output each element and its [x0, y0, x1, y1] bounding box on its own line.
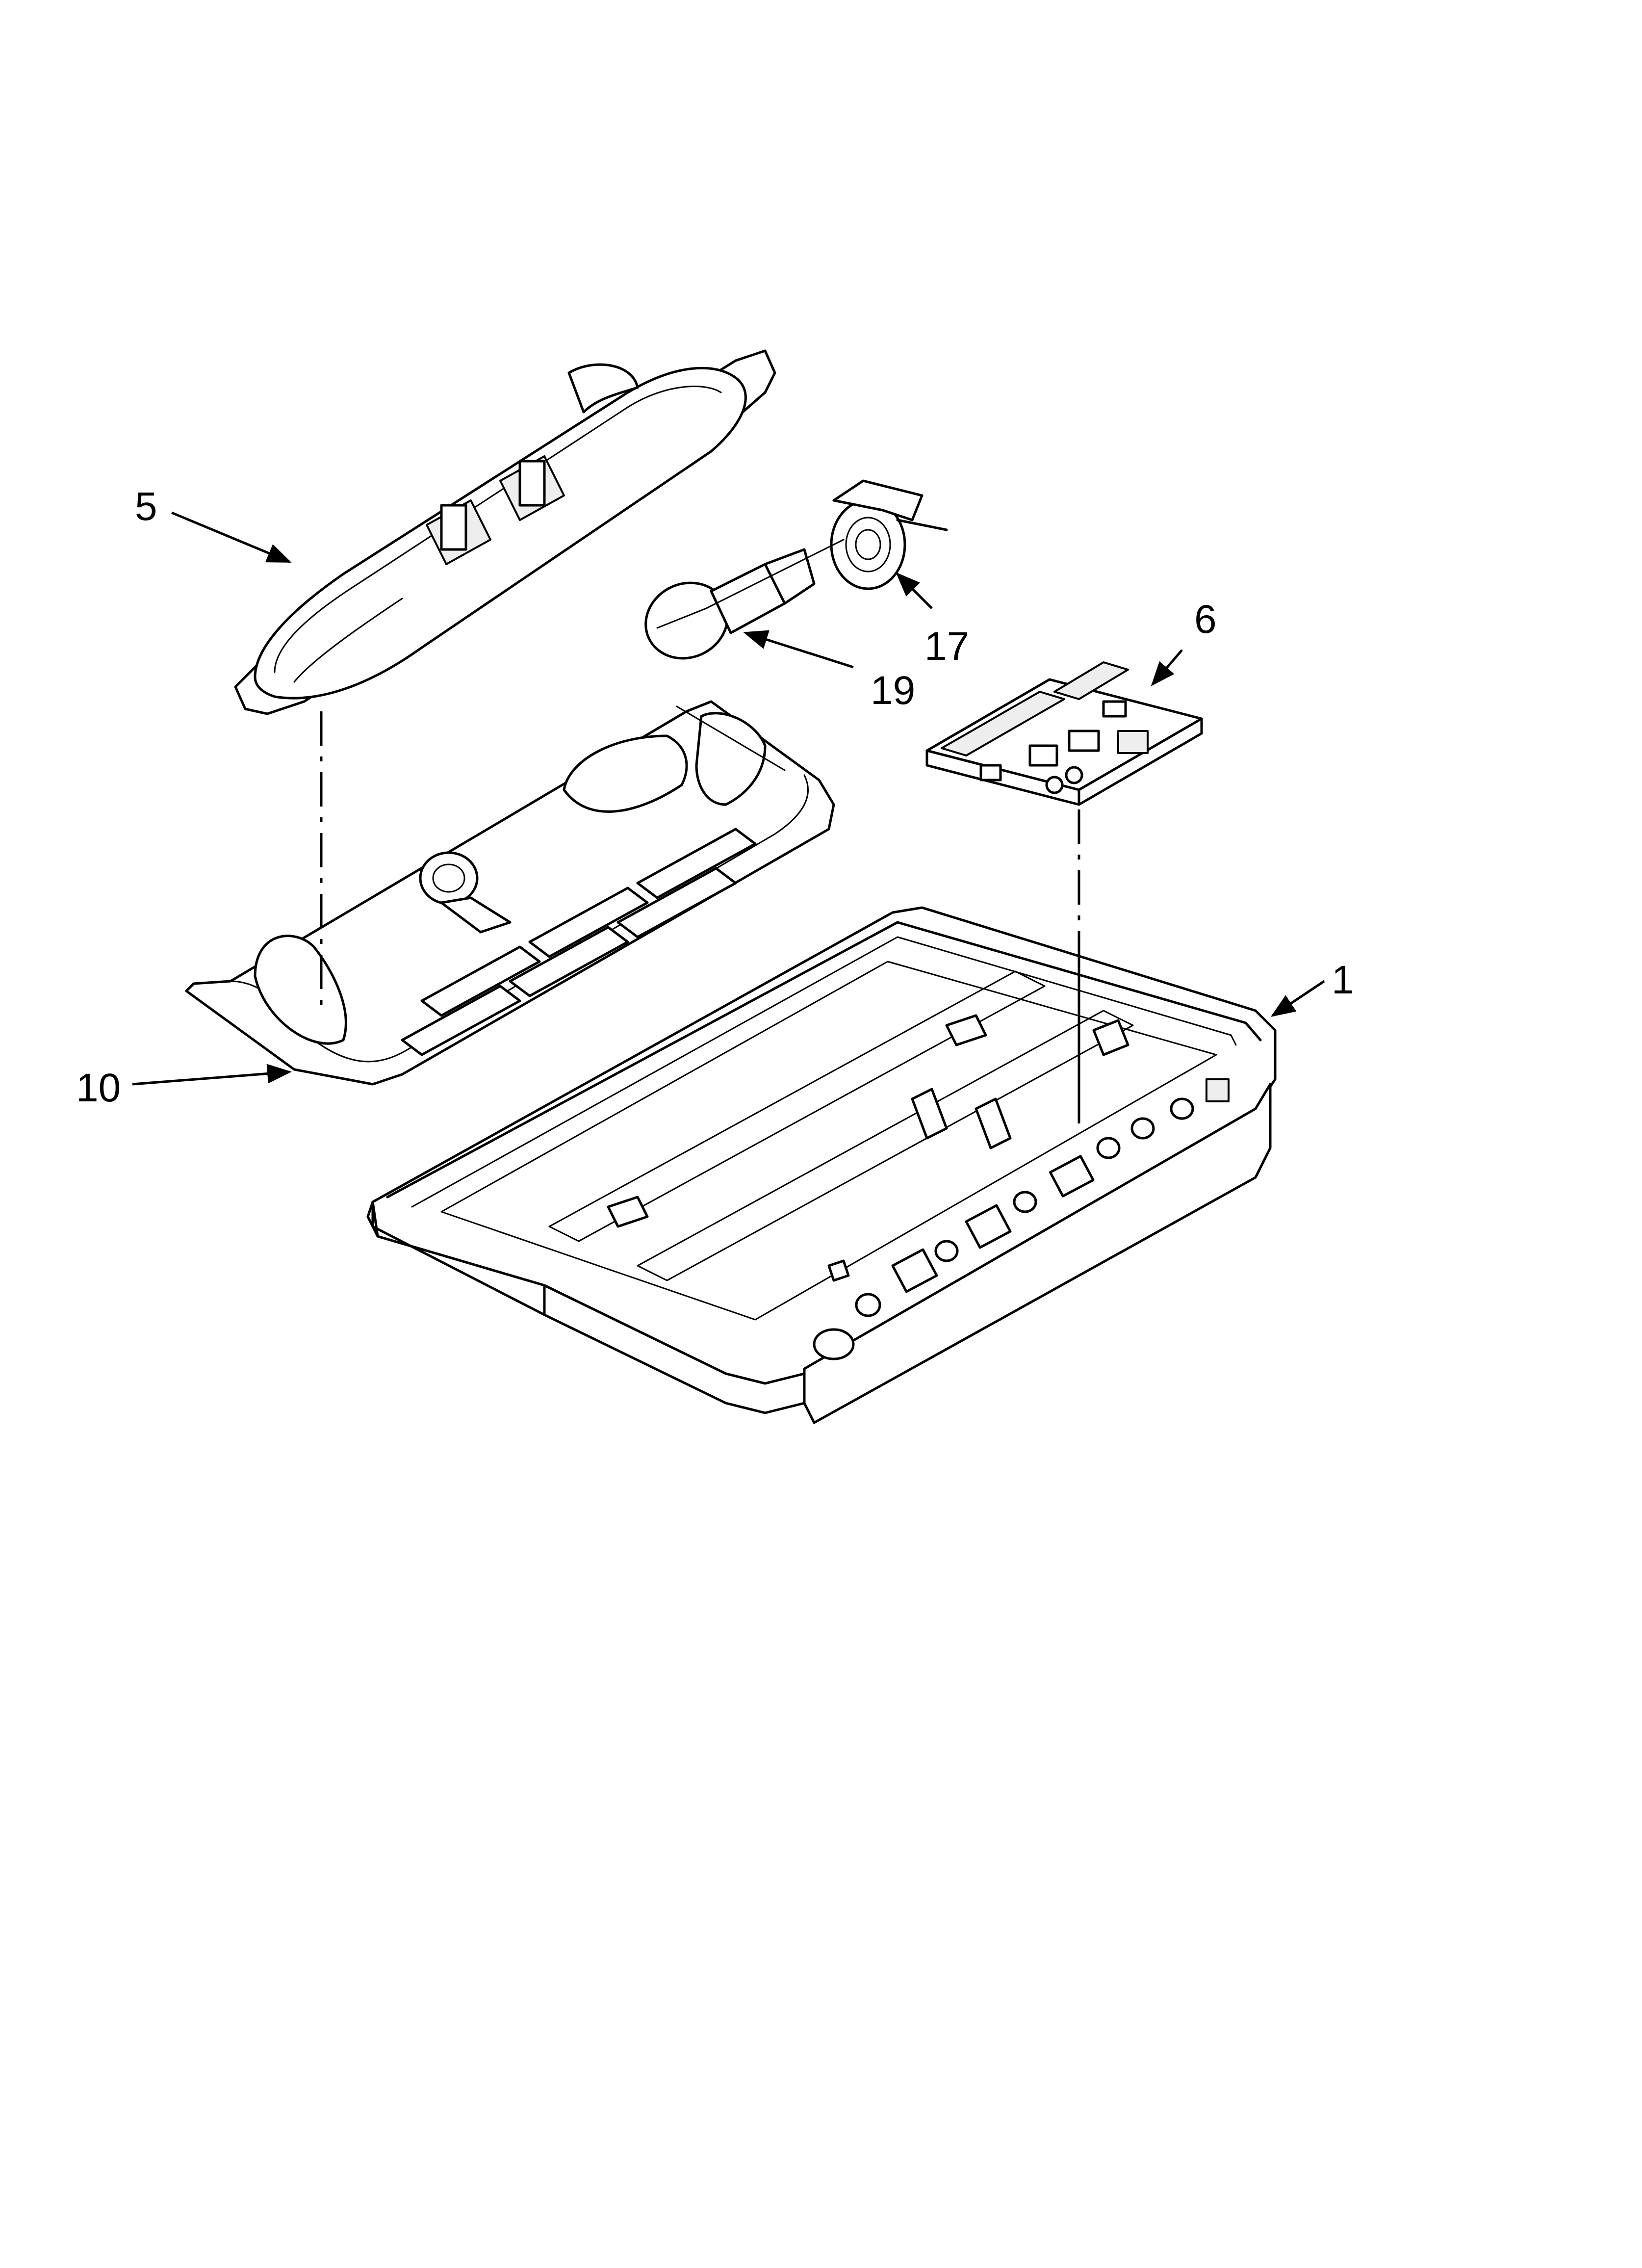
- callout-5: 5: [135, 484, 157, 529]
- bulb-socket: [830, 479, 948, 590]
- leader-19: [743, 630, 854, 669]
- console-tray: [366, 906, 1277, 1424]
- callout-17: 17: [924, 624, 969, 669]
- leader-17: [896, 572, 933, 609]
- leader-6: [1151, 649, 1183, 686]
- reflector-tray: [185, 700, 835, 1086]
- light-bulb: [644, 539, 845, 660]
- leader-10: [132, 1064, 292, 1086]
- light-housing-cover: [234, 349, 776, 715]
- leader-1: [1270, 980, 1325, 1017]
- callout-19: 19: [871, 668, 915, 713]
- leader-5: [171, 511, 292, 563]
- control-board: [925, 661, 1203, 806]
- callout-1: 1: [1332, 958, 1354, 1002]
- callout-10: 10: [76, 1066, 121, 1110]
- callout-6: 6: [1194, 597, 1217, 642]
